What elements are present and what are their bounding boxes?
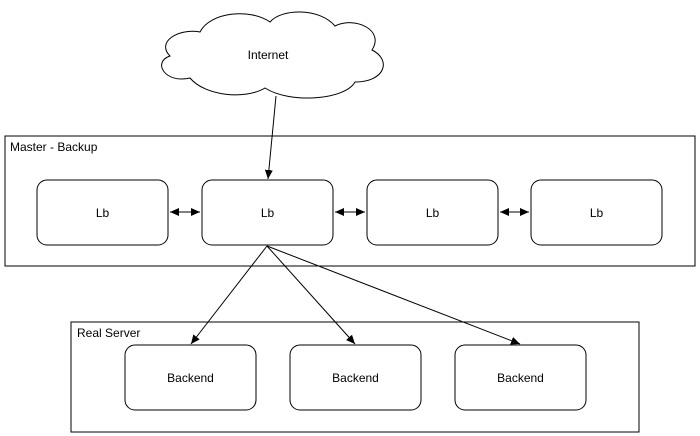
lb-node-label: Lb xyxy=(96,206,110,220)
backend-node-2[interactable]: Backend xyxy=(289,344,422,411)
lb-node-2[interactable]: Lb xyxy=(201,179,334,246)
internet-cloud[interactable]: Internet xyxy=(161,11,384,99)
backend-node-label: Backend xyxy=(497,371,544,385)
cloud-shape xyxy=(161,11,384,99)
backend-node-1[interactable]: Backend xyxy=(124,344,257,411)
lb-node-box xyxy=(201,179,334,246)
lb-node-3[interactable]: Lb xyxy=(366,179,499,246)
lb-node-box xyxy=(36,179,169,246)
lb-to-backend-2-arrow xyxy=(266,245,356,345)
internet-to-lb-arrow xyxy=(264,95,277,180)
backend-node-box xyxy=(454,344,587,411)
lb-node-4[interactable]: Lb xyxy=(530,179,663,246)
lb-node-label: Lb xyxy=(590,206,604,220)
lb-node-1[interactable]: Lb xyxy=(36,179,169,246)
lb-node-box xyxy=(366,179,499,246)
master-backup-group-label: Master - Backup xyxy=(10,140,98,154)
backend-node-box xyxy=(289,344,422,411)
real-server-group-label: Real Server xyxy=(77,326,140,340)
backend-node-3[interactable]: Backend xyxy=(454,344,587,411)
lb-to-backend-3-arrow xyxy=(266,245,521,345)
lb-to-backend-1-arrow xyxy=(190,245,268,345)
connectors xyxy=(170,95,529,345)
backend-node-label: Backend xyxy=(167,371,214,385)
lb-node-box xyxy=(530,179,663,246)
lb-node-label: Lb xyxy=(426,206,440,220)
lb-node-label: Lb xyxy=(261,206,275,220)
backend-node-box xyxy=(124,344,257,411)
backend-node-label: Backend xyxy=(332,371,379,385)
cloud-label: Internet xyxy=(248,48,289,62)
